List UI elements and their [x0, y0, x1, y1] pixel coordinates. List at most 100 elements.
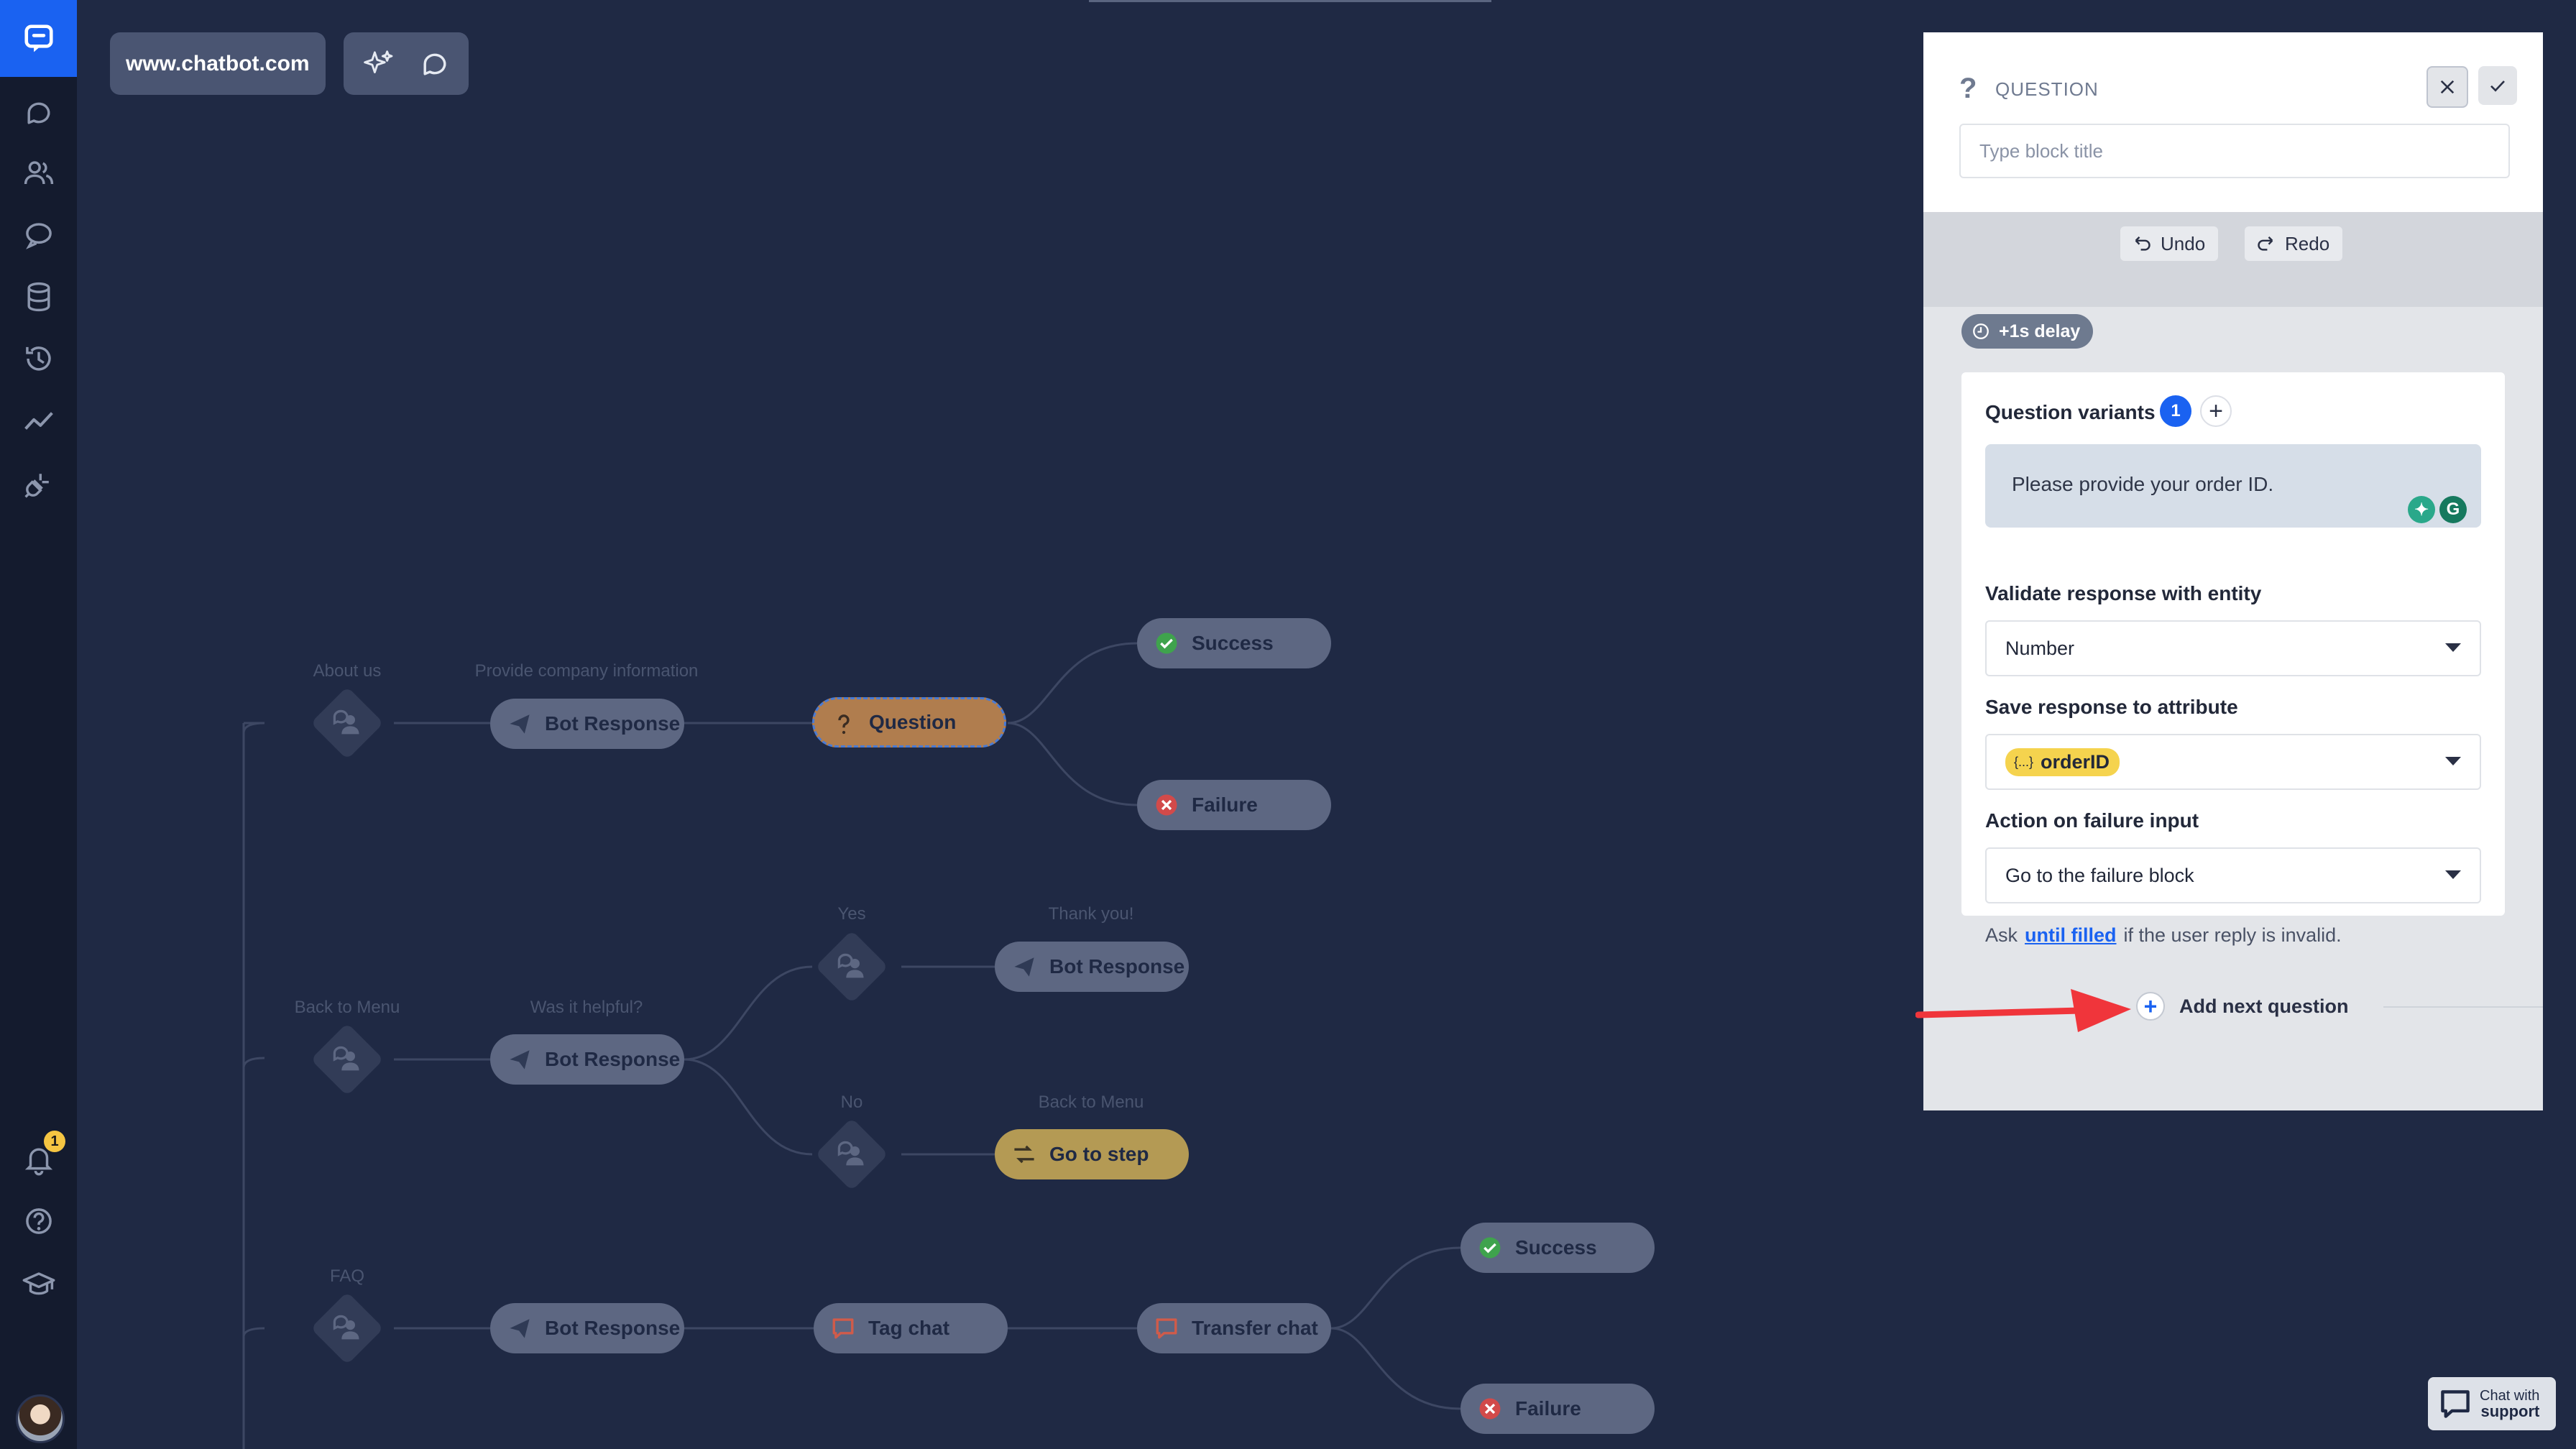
ask-suffix: if the user reply is invalid. [2123, 924, 2342, 946]
delay-badge[interactable]: +1s delay [1961, 314, 2094, 349]
support-line-1: Chat with [2480, 1387, 2540, 1404]
integrations-icon[interactable] [19, 464, 58, 503]
step-label-thank-you: Thank you! [1048, 904, 1134, 924]
save-attribute-select[interactable]: {...} orderID [1985, 734, 2481, 790]
lightbulb-icon[interactable]: ✦ [2408, 496, 2435, 523]
node-label: Tag chat [868, 1317, 950, 1339]
failure-action-value: Go to the failure block [2005, 864, 2194, 886]
test-chat-icon[interactable] [418, 47, 451, 80]
failure-node[interactable]: Failure [1137, 780, 1331, 830]
divider [2383, 1006, 2543, 1008]
attribute-value: orderID [2041, 750, 2110, 773]
paper-plane-icon [1014, 957, 1034, 977]
support-chat-icon [2441, 1390, 2470, 1418]
delay-label: +1s delay [1999, 321, 2081, 341]
sparkle-ai-icon[interactable] [362, 47, 395, 80]
user-input-icon [837, 1141, 864, 1166]
failure-x-icon [1479, 1398, 1501, 1420]
plus-icon: + [2209, 397, 2223, 425]
failure-x-icon [1156, 794, 1177, 816]
domain-label[interactable]: www.chatbot.com [110, 32, 326, 95]
failure-node[interactable]: Failure [1460, 1384, 1655, 1434]
undo-redo-bar [1923, 212, 2543, 307]
step-label-provide-company-information: Provide company information [474, 661, 699, 681]
bot-response-node[interactable]: Bot Response [490, 1034, 684, 1085]
question-variants-label: Question variants [1985, 401, 2156, 423]
conversations-icon[interactable] [19, 216, 58, 254]
validate-entity-value: Number [2005, 637, 2075, 659]
grammarly-icon[interactable]: G [2439, 496, 2467, 523]
user-input-icon [333, 1315, 359, 1340]
question-settings-card: Question variants 1 + Please provide you… [1961, 372, 2505, 946]
save-attribute-label: Save response to attribute [1985, 696, 2238, 718]
chat-bubble-icon[interactable] [19, 93, 58, 132]
paper-plane-icon [510, 1319, 530, 1338]
failure-action-select[interactable]: Go to the failure block [1985, 847, 2481, 903]
node-label: Go to step [1049, 1143, 1149, 1165]
block-title-input[interactable]: Type block title [1959, 124, 2510, 178]
node-label: Bot Response [545, 712, 681, 735]
until-filled-link[interactable]: until filled [2025, 924, 2117, 946]
question-mark-icon [838, 714, 850, 735]
add-variant-button[interactable]: + [2200, 395, 2232, 427]
user-avatar[interactable] [16, 1394, 65, 1443]
undo-button[interactable]: Undo [2120, 226, 2219, 261]
question-node[interactable]: Question [812, 697, 1006, 748]
trigger-label-back-to-menu: Back to Menu [294, 998, 400, 1017]
bot-response-node[interactable]: Bot Response [490, 699, 684, 749]
history-icon[interactable] [19, 339, 58, 378]
close-button[interactable] [2426, 66, 2468, 108]
confirm-button[interactable] [2478, 66, 2517, 105]
transfer-chat-icon [1156, 1318, 1177, 1339]
bot-response-node[interactable]: Bot Response [995, 942, 1189, 992]
node-label: Success [1515, 1236, 1597, 1259]
variant-count-badge: 1 [2160, 395, 2191, 427]
go-to-step-icon [1014, 1145, 1034, 1164]
redo-button[interactable]: Redo [2245, 226, 2343, 261]
bell-icon[interactable] [19, 1140, 58, 1179]
add-next-question-button[interactable]: + Add next question [2136, 992, 2349, 1021]
node-label: Failure [1515, 1397, 1581, 1420]
academy-icon[interactable] [19, 1265, 58, 1304]
paper-plane-icon [510, 1050, 530, 1070]
success-check-icon [1156, 632, 1177, 654]
branch-label-no: No [840, 1092, 863, 1112]
add-next-question-label: Add next question [2179, 995, 2349, 1017]
chatbot-logo[interactable] [0, 0, 77, 77]
question-variant-text[interactable]: Please provide your order ID. ✦ G [1985, 444, 2481, 528]
tag-chat-node[interactable]: Tag chat [814, 1303, 1008, 1353]
top-edge-indicator [1089, 0, 1491, 2]
chat-with-support-button[interactable]: Chat with support [2428, 1377, 2556, 1430]
success-node[interactable]: Success [1137, 618, 1331, 668]
paper-plane-icon [510, 714, 530, 734]
support-line-2: support [2480, 1402, 2540, 1420]
success-node[interactable]: Success [1460, 1223, 1655, 1273]
trigger-label-faq: FAQ [329, 1266, 365, 1286]
user-input-icon [333, 709, 359, 735]
help-icon[interactable] [19, 1202, 58, 1241]
transfer-chat-node[interactable]: Transfer chat [1137, 1303, 1331, 1353]
chevron-down-icon [2445, 757, 2461, 765]
question-type-icon: ? [1959, 73, 1977, 104]
go-to-step-node[interactable]: Go to step [995, 1129, 1189, 1179]
success-check-icon [1479, 1237, 1501, 1259]
undo-icon [2135, 236, 2150, 251]
panel-header [1923, 32, 2543, 212]
people-icon[interactable] [19, 154, 58, 193]
chevron-down-icon [2445, 870, 2461, 879]
step-label-back-to-menu: Back to Menu [1038, 1092, 1144, 1112]
notification-count-badge: 1 [44, 1131, 65, 1152]
trigger-label-about-us: About us [313, 661, 382, 681]
bot-response-node[interactable]: Bot Response [490, 1303, 684, 1353]
database-icon[interactable] [19, 277, 58, 316]
node-label: Bot Response [545, 1317, 681, 1339]
validate-entity-select[interactable]: Number [1985, 620, 2481, 676]
node-label: Question [869, 711, 957, 733]
analytics-icon[interactable] [19, 401, 58, 440]
branch-label-yes: Yes [837, 904, 866, 924]
close-icon [2440, 80, 2455, 94]
failure-action-label: Action on failure input [1985, 809, 2199, 832]
node-label: Bot Response [1049, 955, 1185, 978]
